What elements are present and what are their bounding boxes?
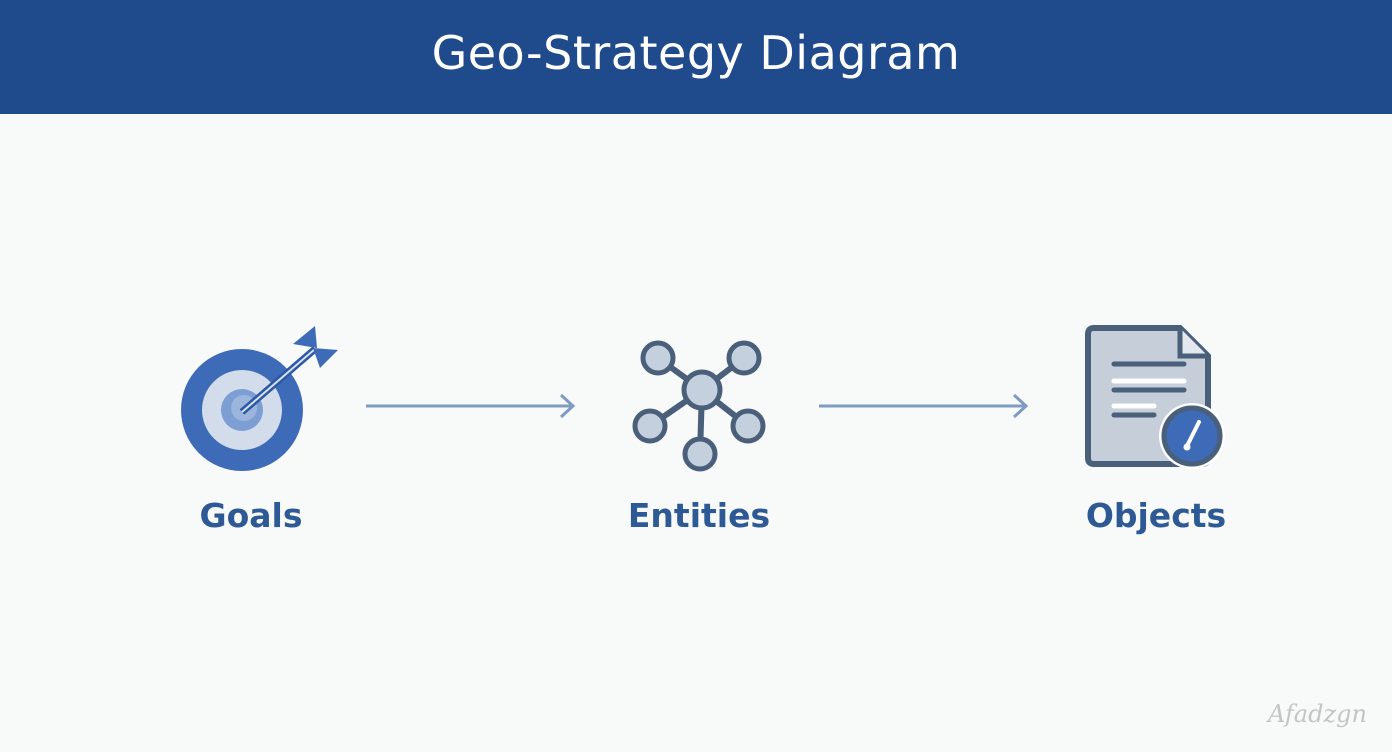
signature-watermark: Afadzgn <box>1268 700 1367 728</box>
document-check-icon <box>1085 325 1225 469</box>
arrow-icon <box>819 393 1029 419</box>
node-label-goals: Goals <box>199 496 303 535</box>
target-icon <box>181 326 338 471</box>
page-title: Geo-Strategy Diagram <box>431 26 961 80</box>
node-label-objects: Objects <box>1085 496 1227 535</box>
node-label-entities: Entities <box>627 496 771 535</box>
arrow-icon <box>366 393 576 419</box>
header-bar: Geo-Strategy Diagram <box>0 0 1392 114</box>
network-icon <box>632 340 766 472</box>
